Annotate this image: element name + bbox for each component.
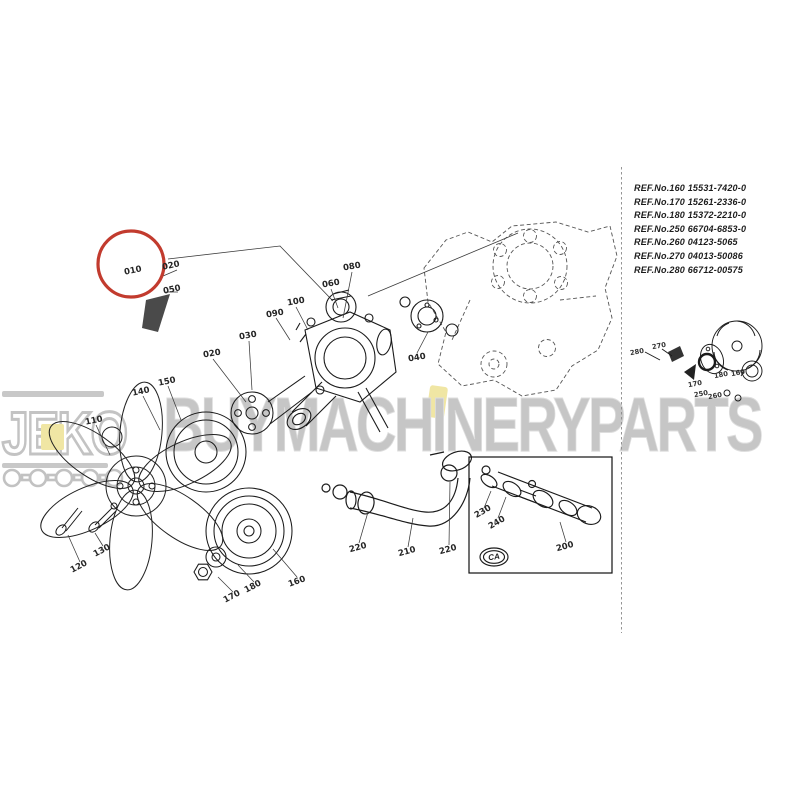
part-label-250: 250	[693, 388, 709, 400]
logo-top-bar	[2, 391, 104, 397]
ref-table-row: REF.No.160 15531-7420-0	[634, 183, 747, 193]
part-label-020: 020	[202, 347, 222, 361]
part-label-260: 260	[707, 390, 723, 402]
fan-hub-and-pulleys	[165, 375, 313, 581]
leader-lines-long	[167, 232, 519, 302]
part-label-160: 160	[730, 367, 746, 379]
part-label-210: 210	[397, 544, 417, 560]
ref-table-row: REF.No.270 04013-50086	[634, 250, 743, 261]
part-label-180: 180	[242, 578, 264, 596]
part-label-060: 060	[321, 277, 341, 291]
water-pump-assembly	[286, 289, 459, 433]
part-label-080: 080	[342, 260, 362, 274]
part-label-090: 090	[265, 307, 285, 321]
part-label-050: 050	[162, 283, 182, 297]
part-label-120: 120	[68, 558, 90, 576]
part-label-140: 140	[131, 385, 151, 399]
part-label-230: 230	[472, 503, 494, 521]
part-label-030: 030	[238, 329, 258, 343]
part-label-010: 010	[123, 264, 143, 278]
engine-block-outline	[423, 221, 618, 397]
part-label-100: 100	[286, 295, 306, 309]
part-label-240: 240	[486, 514, 508, 532]
ref-table-row: REF.No.170 15261-2336-0	[634, 196, 747, 207]
logo-yellow-square	[41, 424, 64, 450]
ref-table-row: REF.No.250 66704-6853-0	[634, 223, 747, 234]
part-label-220: 220	[348, 540, 368, 556]
ref-table-row: REF.No.280 66712-00575	[634, 264, 743, 275]
logo-bottom-bar	[2, 463, 108, 468]
part-label-020: 020	[161, 259, 181, 273]
logo-wheels	[2, 468, 124, 488]
highlight-circle	[96, 229, 166, 299]
watermark-yellow-square	[426, 385, 448, 419]
part-label-160: 160	[286, 574, 308, 590]
part-label-170: 170	[221, 588, 243, 606]
ref-table-row: REF.No.180 15372-2210-0	[634, 210, 747, 221]
brand-logo-text: JEKO	[1, 399, 129, 469]
ca-badge: CA	[487, 551, 501, 563]
part-label-040: 040	[407, 351, 427, 365]
part-label-220: 220	[438, 542, 458, 558]
ref-table-row: REF.No.260 04123-5065	[634, 237, 738, 248]
part-label-150: 150	[157, 375, 177, 389]
part-label-270: 270	[651, 340, 667, 352]
part-label-280: 280	[629, 346, 645, 358]
label-leader-lines	[67, 269, 567, 593]
watermark-text: BUYMACHINERYPARTS	[163, 382, 764, 469]
part-label-180: 180	[713, 369, 729, 381]
part-label-110: 110	[84, 414, 104, 428]
inset-box	[468, 456, 613, 574]
part-label-130: 130	[91, 542, 113, 560]
cooling-fan	[40, 294, 232, 591]
right-subdiagram-water-pump	[644, 320, 763, 402]
radiator-hoses	[321, 450, 473, 527]
mounting-bolts	[55, 502, 118, 536]
part-label-170: 170	[687, 378, 703, 390]
part-label-200: 200	[555, 539, 575, 555]
